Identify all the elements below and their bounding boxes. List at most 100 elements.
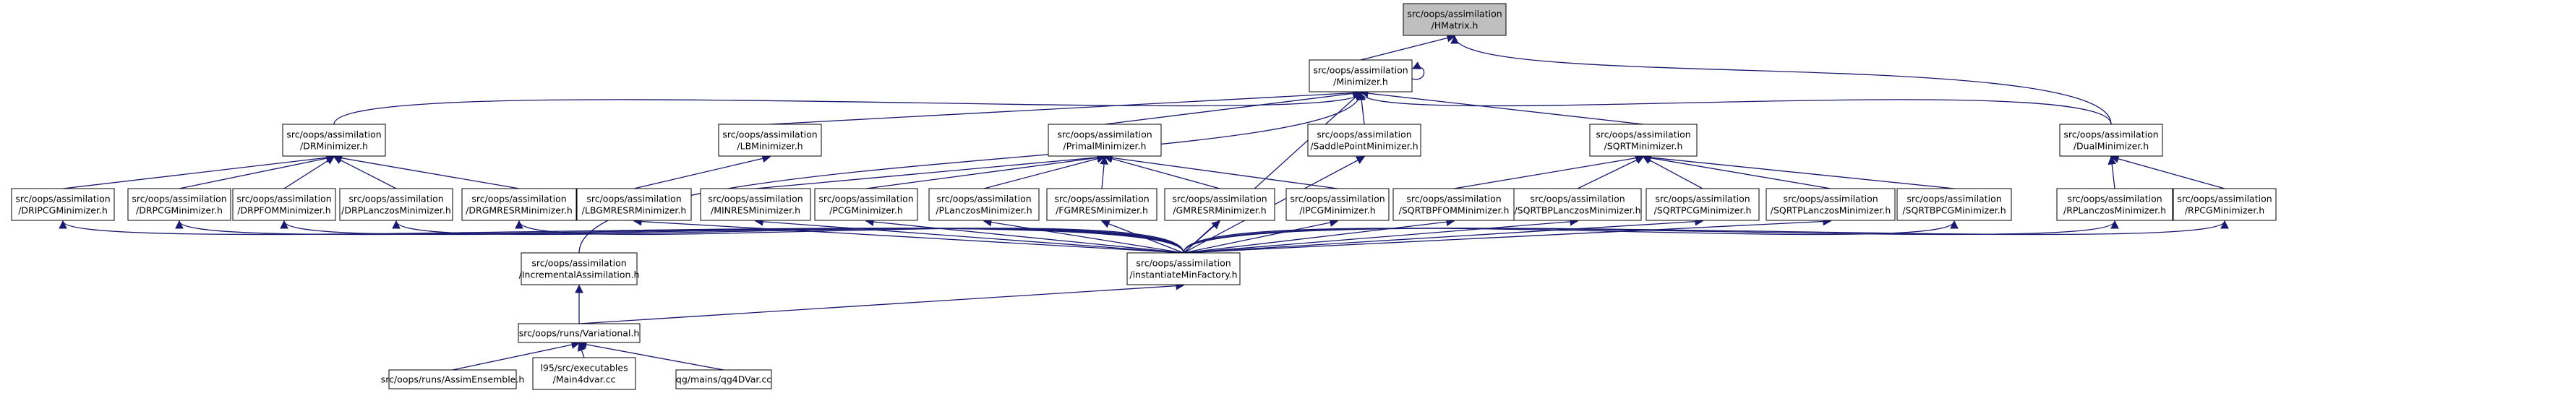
node-fgmres[interactable]: src/oops/assimilation/FGMRESMinimizer.h — [1046, 188, 1158, 221]
node-box — [521, 252, 638, 285]
edge-instantiate-to-drgmresr — [515, 220, 1184, 254]
edge-minimizer-to-minimizer — [1411, 61, 1425, 80]
node-label-line: /SQRTBPLanczosMinimizer.h — [1514, 205, 1640, 216]
node-label-line: /DRIPCGMinimizer.h — [18, 205, 108, 216]
node-lbgmresr[interactable]: src/oops/assimilation/LBGMRESRMinimizer.… — [576, 188, 692, 221]
node-box — [1896, 188, 2012, 221]
node-gmresr[interactable]: src/oops/assimilation/GMRESRMinimizer.h — [1164, 188, 1275, 221]
edge-planczos-to-primalminimizer — [983, 155, 1106, 189]
node-sqrtplanczos[interactable]: src/oops/assimilation/SQRTPLanczosMinimi… — [1766, 188, 1896, 221]
node-label-line: /PCGMinimizer.h — [829, 205, 903, 216]
edge-instantiate-to-planczos — [983, 217, 1184, 254]
node-instantiate[interactable]: src/oops/assimilation/instantiateMinFact… — [1126, 252, 1241, 285]
node-label-line: /LBMinimizer.h — [737, 141, 803, 152]
edge-instantiate-to-rplanczos — [1183, 220, 2119, 254]
node-lbminimizer[interactable]: src/oops/assimilation/LBMinimizer.h — [718, 124, 822, 157]
node-label-line: src/oops/assimilation — [1317, 129, 1411, 140]
edge-instantiate-to-drplanczos — [392, 220, 1184, 254]
node-label-line: /DRPFOMMinimizer.h — [237, 205, 330, 216]
node-box — [461, 188, 577, 221]
edge-instantiate-to-dripcg — [59, 220, 1184, 254]
node-dripcg[interactable]: src/oops/assimilation/DRIPCGMinimizer.h — [11, 188, 115, 221]
node-label-line: /SQRTPCGMinimizer.h — [1654, 205, 1752, 216]
node-label-line: /PLanczosMinimizer.h — [936, 205, 1032, 216]
node-main4dvar[interactable]: l95/src/executables/Main4dvar.cc — [532, 357, 636, 390]
node-label-line: src/oops/assimilation — [936, 194, 1031, 204]
node-box — [1589, 124, 1698, 157]
node-primalminimizer[interactable]: src/oops/assimilation/PrimalMinimizer.h — [1048, 124, 1162, 157]
node-drpcg[interactable]: src/oops/assimilation/DRPCGMinimizer.h — [127, 188, 231, 221]
node-minres[interactable]: src/oops/assimilation/MINRESMinimizer.h — [700, 188, 811, 221]
node-label-line: /Minimizer.h — [1333, 77, 1388, 87]
edge-sqrtpcg-to-sqrtminimizer — [1642, 156, 1703, 189]
node-minimizer[interactable]: src/oops/assimilation/Minimizer.h — [1309, 59, 1413, 92]
node-sqrtminimizer[interactable]: src/oops/assimilation/SQRTMinimizer.h — [1589, 124, 1698, 157]
edge-fgmres-to-primalminimizer — [1100, 155, 1108, 189]
edge-drminimizer-to-minimizer — [333, 91, 1365, 125]
node-sqrtpcg[interactable]: src/oops/assimilation/SQRTPCGMinimizer.h — [1646, 188, 1760, 221]
edge-sqrtbplanczos-to-sqrtminimizer — [1577, 156, 1645, 189]
edge-sqrtminimizer-to-minimizer — [1359, 89, 1644, 125]
edge-instantiate-to-lbgmresr — [633, 217, 1184, 254]
edge-qg4dvar-to-variational — [578, 340, 724, 371]
edge-variational-to-instantiate — [578, 281, 1185, 324]
node-box — [282, 124, 386, 157]
node-label-line: src/oops/assimilation — [722, 129, 817, 140]
node-label-line: /RPCGMinimizer.h — [2185, 205, 2264, 216]
node-sqrtbpcg[interactable]: src/oops/assimilation/SQRTBPCGMinimizer.… — [1896, 188, 2012, 221]
edge-main4dvar-to-variational — [577, 342, 586, 358]
node-pcg[interactable]: src/oops/assimilation/PCGMinimizer.h — [814, 188, 918, 221]
node-label-line: src/oops/assimilation — [1057, 129, 1152, 140]
edge-instantiate-to-pcg — [865, 217, 1184, 254]
node-drminimizer[interactable]: src/oops/assimilation/DRMinimizer.h — [282, 124, 386, 157]
node-label-line: /DRGMRESRMinimizer.h — [466, 205, 573, 216]
node-label-line: /SQRTBPCGMinimizer.h — [1902, 205, 2006, 216]
node-rpcg[interactable]: src/oops/assimilation/RPCGMinimizer.h — [2173, 188, 2277, 221]
node-label-line: src/oops/assimilation — [1290, 194, 1385, 204]
node-label-line: /IncrementalAssimilation.h — [519, 269, 640, 280]
node-box — [1392, 188, 1515, 221]
node-label-line: /PrimalMinimizer.h — [1064, 141, 1147, 152]
edge-instantiate-to-drpcg — [175, 220, 1184, 254]
node-drplanczos[interactable]: src/oops/assimilation/DRPLanczosMinimize… — [339, 188, 453, 221]
edge-saddlepoint-to-minimizer — [1357, 91, 1366, 125]
node-box — [232, 188, 336, 221]
node-hmatrix[interactable]: src/oops/assimilation/HMatrix.h — [1403, 3, 1507, 36]
node-box — [2059, 124, 2163, 157]
node-label-line: /SQRTBPFOMMinimizer.h — [1399, 205, 1510, 216]
node-qg4dvar[interactable]: qg/mains/qg4DVar.cc — [675, 369, 772, 389]
node-box — [1646, 188, 1760, 221]
edge-rpcg-to-dualminimizer — [2110, 155, 2225, 189]
node-label-line: src/oops/runs/Variational.h — [519, 328, 640, 339]
node-ipcg[interactable]: src/oops/assimilation/IPCGMinimizer.h — [1285, 188, 1390, 221]
node-label-line: src/oops/assimilation — [1313, 65, 1408, 76]
node-variational[interactable]: src/oops/runs/Variational.h — [518, 323, 641, 343]
node-label-line: src/oops/runs/AssimEnsemble.h — [381, 374, 525, 385]
node-label-line: src/oops/assimilation — [1783, 194, 1878, 204]
edge-dripcg-to-drminimizer — [62, 153, 335, 189]
node-label-line: /SQRTMinimizer.h — [1604, 141, 1683, 152]
node-planczos[interactable]: src/oops/assimilation/PLanczosMinimizer.… — [928, 188, 1040, 221]
node-dualminimizer[interactable]: src/oops/assimilation/DualMinimizer.h — [2059, 124, 2163, 157]
node-box — [127, 188, 231, 221]
node-rplanczos[interactable]: src/oops/assimilation/RPLanczosMinimizer… — [2056, 188, 2173, 221]
node-sqrtbpfom[interactable]: src/oops/assimilation/SQRTBPFOMMinimizer… — [1392, 188, 1515, 221]
node-label-line: /FGMRESMinimizer.h — [1056, 205, 1148, 216]
edge-lbminimizer-to-minimizer — [769, 88, 1362, 125]
node-sqrtbplanczos[interactable]: src/oops/assimilation/SQRTBPLanczosMinim… — [1513, 188, 1642, 221]
node-label-line: src/oops/assimilation — [1054, 194, 1149, 204]
node-label-line: /MINRESMinimizer.h — [711, 205, 800, 216]
edge-lbgmresr-to-lbminimizer — [633, 154, 771, 189]
edge-drgmresr-to-drminimizer — [333, 154, 520, 189]
node-box — [1048, 124, 1162, 157]
node-label-line: /DRMinimizer.h — [300, 141, 368, 152]
node-assimensemble[interactable]: src/oops/runs/AssimEnsemble.h — [381, 369, 525, 389]
node-label-line: src/oops/assimilation — [348, 194, 443, 204]
node-drgmresr[interactable]: src/oops/assimilation/DRGMRESRMinimizer.… — [461, 188, 577, 221]
node-drpfom[interactable]: src/oops/assimilation/DRPFOMMinimizer.h — [232, 188, 336, 221]
node-box — [1513, 188, 1642, 221]
node-incremental[interactable]: src/oops/assimilation/IncrementalAssimil… — [519, 252, 640, 285]
node-box — [2173, 188, 2277, 221]
node-saddlepoint[interactable]: src/oops/assimilation/SaddlePointMinimiz… — [1307, 124, 1421, 157]
